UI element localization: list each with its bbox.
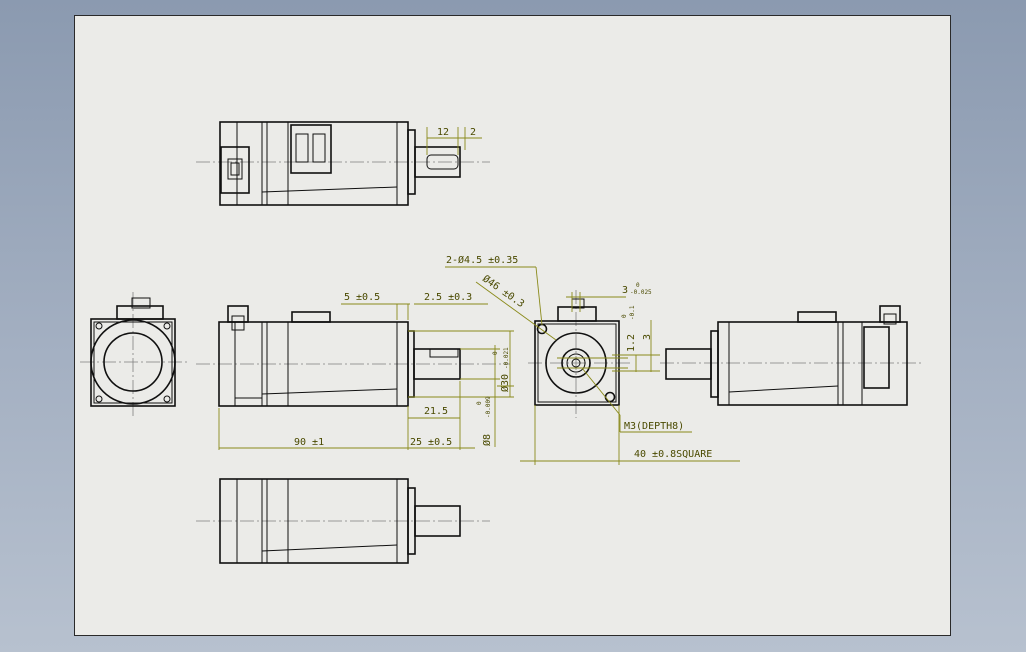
dim-pilot-tol-lower: -0.021 [503, 347, 510, 369]
shaft-end-dimensions [445, 266, 732, 465]
front-view-dimensions [218, 303, 740, 462]
shaft-end-view [528, 290, 630, 418]
dim-body-length: 90 ±1 [294, 437, 324, 448]
dim-key-height-tol-upper: 0 [621, 314, 628, 318]
front-view [196, 305, 510, 407]
top-view [196, 121, 490, 206]
dim-flange-thickness: 5 ±0.5 [344, 292, 380, 303]
dim-bolt-circle: Ø46 ±0.3 [480, 273, 526, 310]
dim-key-width: 3 [622, 285, 628, 296]
dim-shaft-length: 25 ±0.5 [410, 437, 452, 448]
dim-shaft-flat: 3 [642, 334, 653, 340]
dim-key-height: 1.2 [626, 334, 637, 352]
left-end-view [80, 292, 190, 418]
dim-key-height-tol-lower: -0.1 [629, 305, 636, 320]
dim-shaft-diameter: Ø8 [481, 434, 493, 446]
bottom-view [196, 478, 490, 564]
dim-shaft-tol-lower: -0.009 [485, 396, 492, 418]
dim-flange-step: 2.5 ±0.3 [424, 292, 472, 303]
dim-top-key-offset: 2 [470, 127, 476, 138]
dim-square: 40 ±0.8SQUARE [634, 449, 712, 460]
dim-key-width-tol-upper: 0 [636, 282, 640, 289]
dim-shaft-tol-upper: 0 [476, 401, 483, 405]
dim-top-key-length: 12 [437, 127, 449, 138]
right-side-view [660, 305, 922, 406]
dim-pilot-diameter: Ø30 [499, 374, 511, 392]
dim-mounting-holes: 2-Ø4.5 ±0.35 [446, 254, 518, 266]
dim-key-face-length: 21.5 [424, 406, 448, 417]
dim-pilot-tol-upper: 0 [492, 351, 499, 355]
dim-key-width-tol-lower: -0.025 [630, 289, 652, 296]
dim-tapped-hole: M3(DEPTH8) [624, 421, 684, 432]
